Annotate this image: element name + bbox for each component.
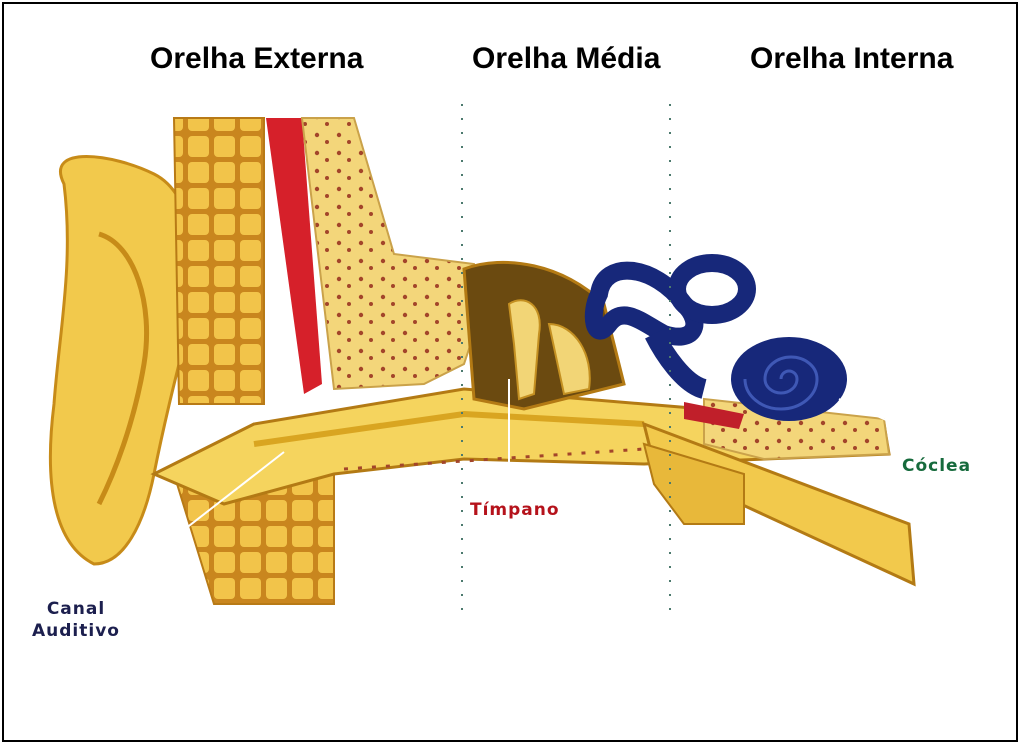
ear-anatomy-illustration <box>4 4 1020 744</box>
porous-bone <box>302 118 484 389</box>
label-cochlea: Cóclea <box>902 456 971 476</box>
label-ear-canal-line1: Canal <box>32 598 120 620</box>
title-middle-ear: Orelha Média <box>472 42 660 76</box>
label-ear-canal: Canal Auditivo <box>32 598 120 642</box>
cochlea-spiral <box>731 337 847 421</box>
title-outer-ear: Orelha Externa <box>150 42 363 76</box>
title-inner-ear: Orelha Interna <box>750 42 953 76</box>
label-eardrum: Tímpano <box>470 500 560 520</box>
pinna <box>50 157 194 565</box>
temporal-bone-cells <box>174 118 264 404</box>
label-ear-canal-line2: Auditivo <box>32 620 120 642</box>
